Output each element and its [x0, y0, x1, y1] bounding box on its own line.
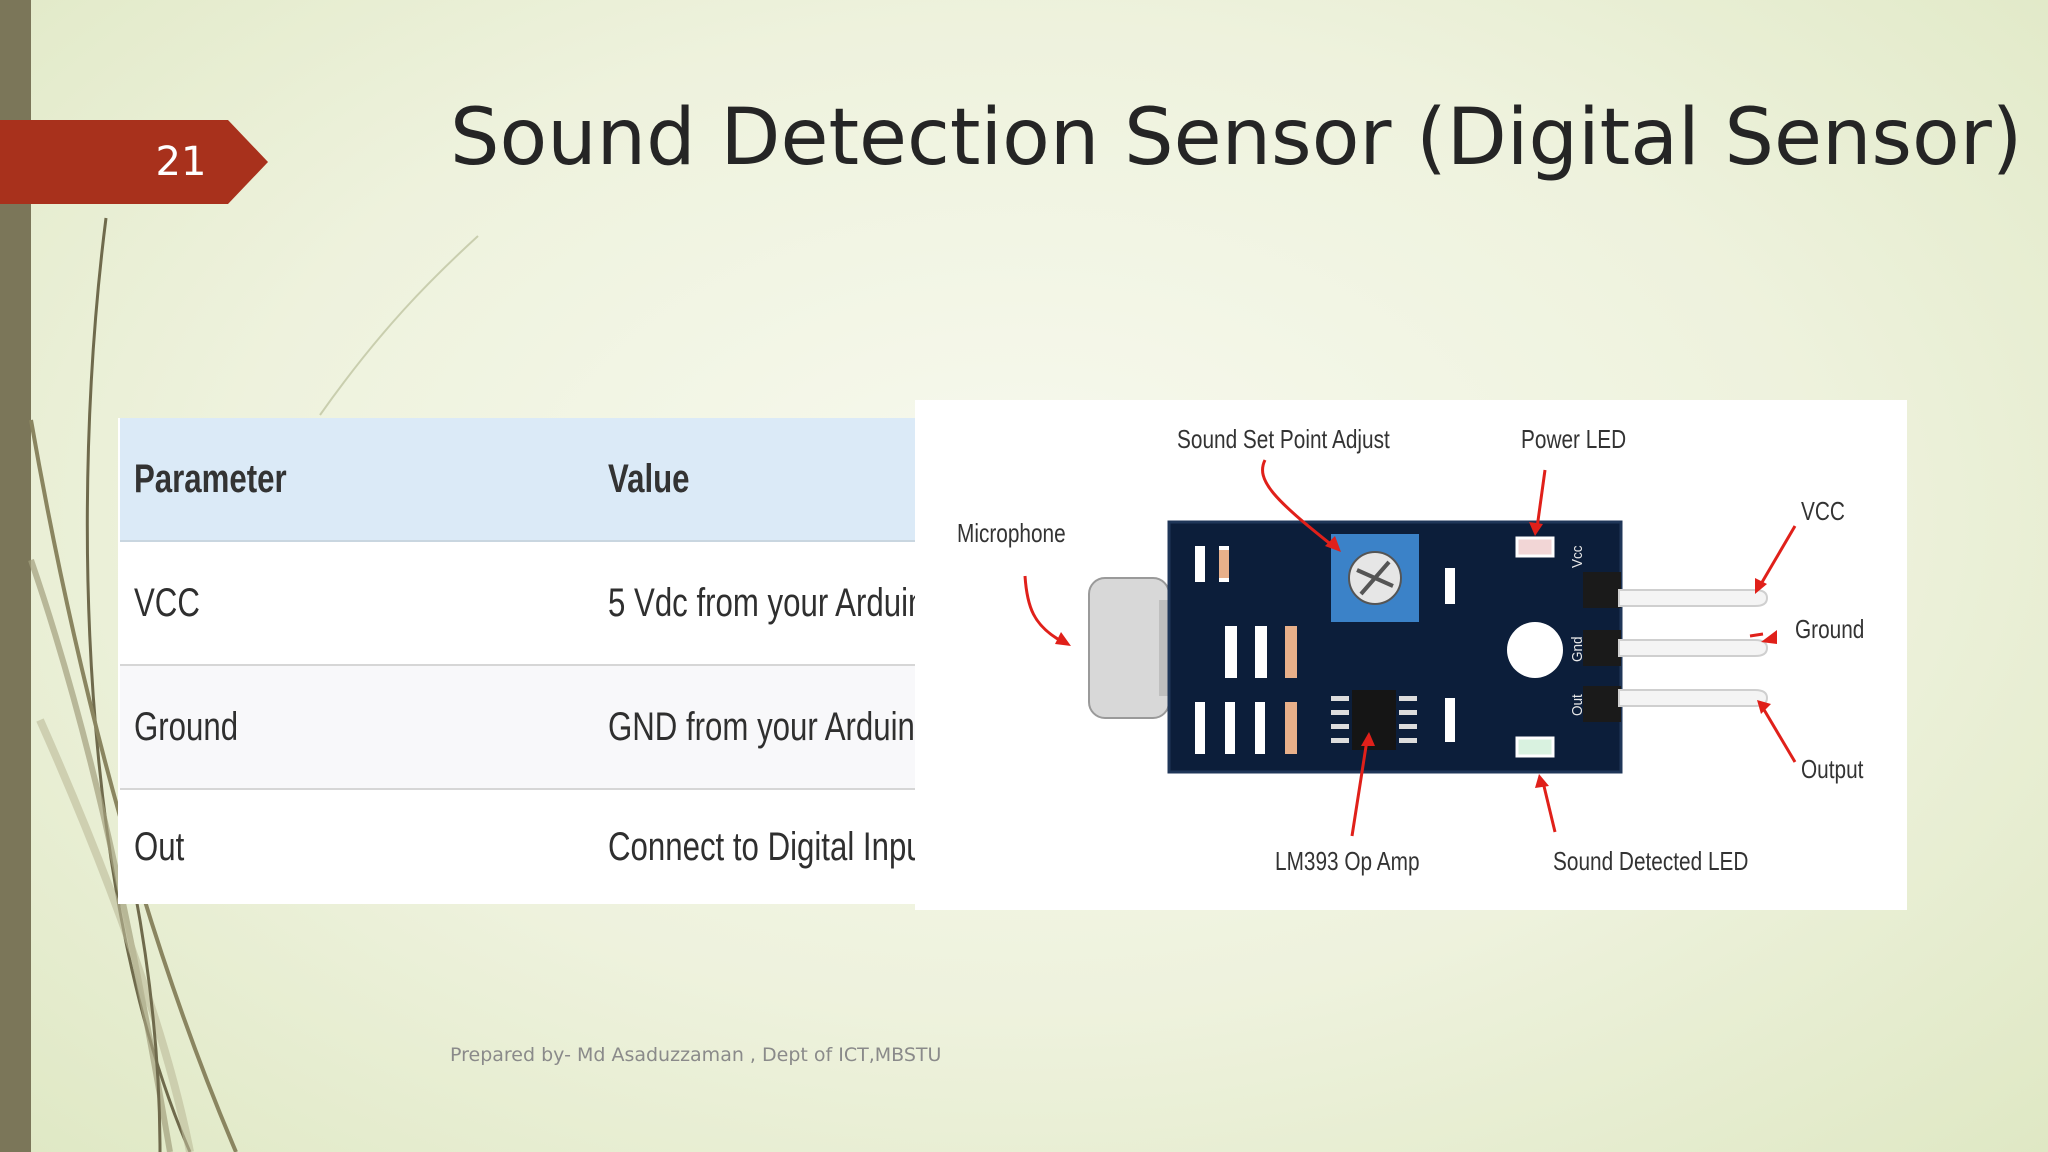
label-vcc: VCC — [1801, 496, 1845, 526]
pin-label-vcc: Vcc — [1569, 545, 1586, 568]
slide-number-tag — [0, 120, 268, 204]
power-led — [1515, 536, 1555, 558]
table-header-row: Parameter Value — [120, 418, 946, 542]
microphone-capsule — [1088, 577, 1179, 719]
op-amp-chip — [1331, 690, 1417, 750]
table-cell-parameter: VCC — [134, 581, 200, 625]
table-row: Ground GND from your Arduino — [120, 666, 946, 790]
potentiometer — [1331, 534, 1419, 622]
sensor-board-drawing — [1023, 459, 1797, 837]
label-sound-detected-led: Sound Detected LED — [1553, 846, 1749, 876]
header-pins — [1583, 572, 1769, 722]
pin-label-out: Out — [1569, 694, 1586, 716]
label-lm393-op-amp: LM393 Op Amp — [1275, 846, 1420, 876]
pin-label-gnd: Gnd — [1569, 636, 1586, 662]
slide-title: Sound Detection Sensor (Digital Sensor) — [450, 93, 2023, 183]
table-row: VCC 5 Vdc from your Arduino — [120, 542, 946, 666]
label-power-led: Power LED — [1521, 424, 1627, 454]
slide-number: 21 — [155, 139, 207, 185]
header-value: Value — [608, 457, 690, 501]
table-cell-value: GND from your Arduino — [608, 705, 933, 749]
footer-credit: Prepared by- Md Asaduzzaman , Dept of IC… — [450, 1044, 942, 1066]
label-microphone: Microphone — [957, 518, 1066, 548]
table-row: Out Connect to Digital Input Pin — [120, 790, 986, 904]
label-ground: Ground — [1795, 614, 1865, 644]
table-cell-parameter: Ground — [134, 705, 239, 749]
header-parameter: Parameter — [134, 457, 287, 501]
label-output: Output — [1801, 754, 1864, 784]
parameter-table: Parameter Value VCC 5 Vdc from your Ardu… — [118, 418, 986, 904]
table-cell-parameter: Out — [134, 825, 185, 869]
sensor-diagram: Sound Set Point Adjust Power LED VCC Mic… — [915, 400, 1907, 910]
label-sound-set-point-adjust: Sound Set Point Adjust — [1177, 424, 1390, 454]
table-cell-value: 5 Vdc from your Arduino — [608, 581, 943, 625]
sound-detected-led — [1515, 736, 1555, 758]
